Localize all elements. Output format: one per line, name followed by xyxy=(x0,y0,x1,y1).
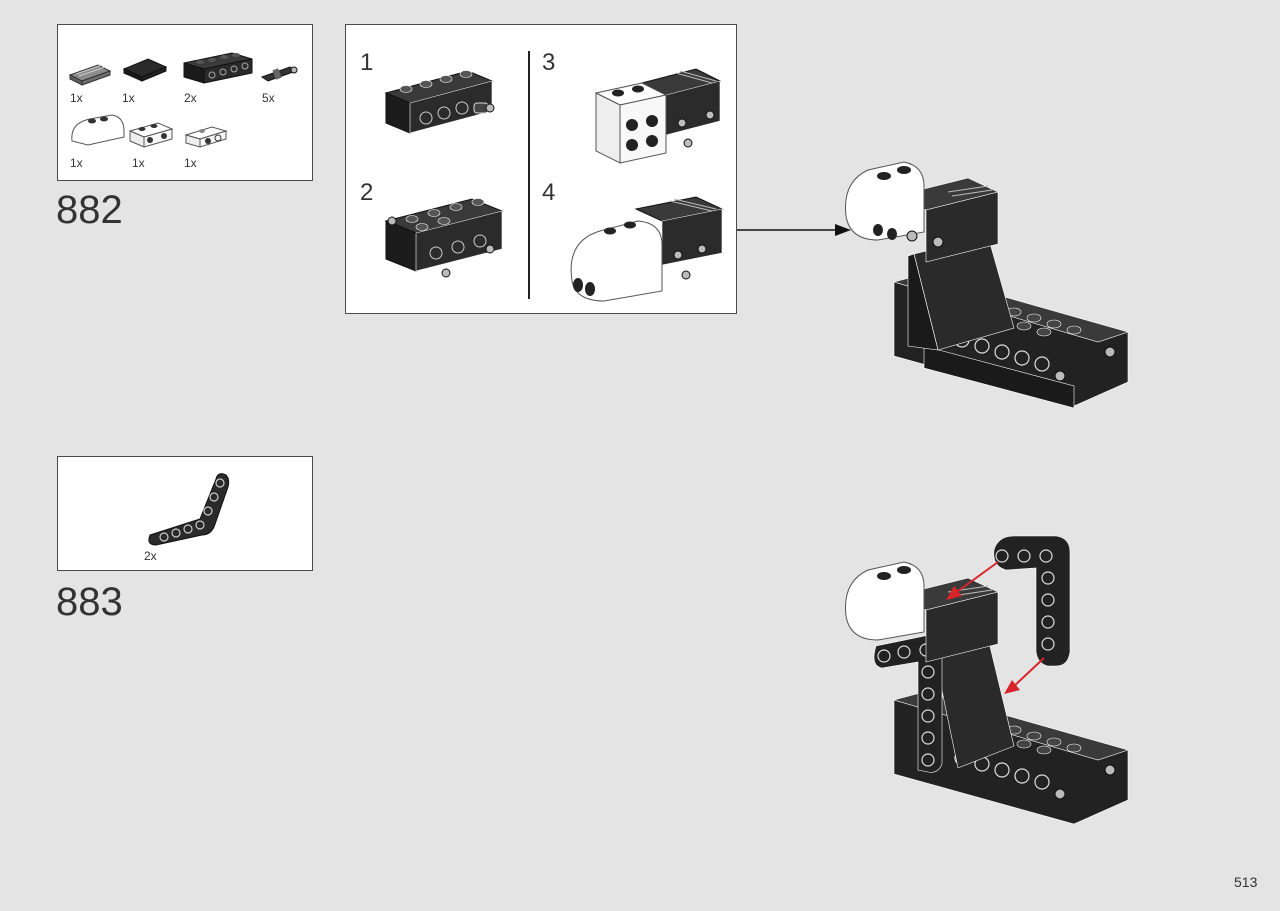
part-qty: 1x xyxy=(132,156,145,170)
part-qty: 1x xyxy=(70,156,83,170)
sub-step-number: 3 xyxy=(542,49,556,76)
sub-step-number: 4 xyxy=(542,179,556,206)
technic-pin-icon xyxy=(260,66,298,82)
sub-step-2-assembly xyxy=(384,198,504,278)
part-qty: 1x xyxy=(122,91,135,105)
black-flat-tile-icon xyxy=(122,58,168,82)
sub-build-divider xyxy=(528,51,530,299)
sub-step-number: 1 xyxy=(360,49,374,76)
white-bracket-icon xyxy=(128,122,174,148)
part-qty: 2x xyxy=(144,549,157,563)
gray-tile-grille-icon xyxy=(68,64,112,86)
parts-list-box-882: 1x 1x 2x 5x 1x xyxy=(57,24,313,181)
sub-step-4-assembly xyxy=(570,196,724,302)
part-qty: 2x xyxy=(184,91,197,105)
part-qty: 5x xyxy=(262,91,275,105)
white-brick-axle-icon xyxy=(184,126,228,148)
part-qty: 1x xyxy=(70,91,83,105)
sub-step-3-assembly xyxy=(594,68,722,164)
part-qty: 1x xyxy=(184,156,197,170)
model-assembly-882 xyxy=(844,161,1130,409)
black-bent-liftarm-icon xyxy=(148,473,230,546)
callout-arrow xyxy=(737,224,851,236)
sub-step-number: 2 xyxy=(360,179,374,206)
model-assembly-883 xyxy=(844,535,1130,825)
step-number-883: 883 xyxy=(56,580,123,624)
technic-brick-1x4-icon xyxy=(183,52,253,84)
step-number-882: 882 xyxy=(56,188,123,232)
white-curved-slope-icon xyxy=(71,114,125,146)
sub-build-box: 1 2 3 4 xyxy=(345,24,737,314)
sub-step-1-assembly xyxy=(384,70,495,134)
parts-list-box-883: 2x xyxy=(57,456,313,571)
page-number: 513 xyxy=(1234,874,1258,890)
